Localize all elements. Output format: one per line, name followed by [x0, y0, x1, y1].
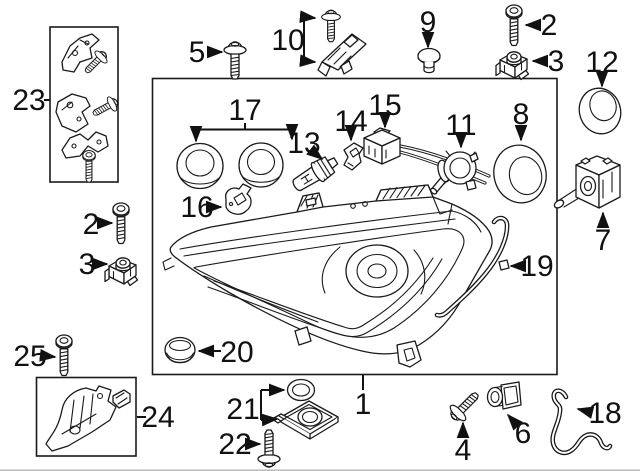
part-16-clip — [225, 183, 252, 215]
callout-4-label: 4 — [455, 434, 472, 467]
callout-8-label: 8 — [513, 98, 530, 131]
callout-6-arrow — [506, 413, 523, 431]
callout-17-label: 17 — [228, 94, 261, 127]
part-3-nut-top — [495, 51, 530, 81]
callouts: 23 5 10 9 2 3 12 7 17 13 14 15 11 8 16 — [12, 6, 621, 467]
callout-9-label: 9 — [420, 6, 437, 39]
callout-22-label: 22 — [218, 428, 251, 461]
callout-14-label: 14 — [334, 105, 367, 138]
part-10-screw — [321, 9, 341, 43]
part-21-seal-ring — [286, 378, 316, 402]
callout-10-label: 10 — [271, 24, 304, 57]
part-7-igniter — [553, 155, 621, 209]
callout-21-arrow-bottom — [260, 413, 279, 427]
callout-13-arrow — [306, 144, 324, 160]
part-17-cap-left — [176, 142, 224, 190]
part-15-connector — [363, 127, 491, 185]
part-9-rivet — [417, 47, 441, 74]
part-11-socket — [430, 150, 479, 195]
callout-25-label: 25 — [13, 340, 46, 373]
part-10-bracket — [317, 33, 367, 77]
part-21-control-module — [271, 400, 339, 440]
callout-10-arrow-top — [299, 10, 317, 23]
callout-11-label: 11 — [445, 109, 476, 142]
part-1-headlamp-assembly — [162, 184, 493, 368]
callout-20-label: 20 — [220, 336, 253, 369]
part-22-screw — [257, 429, 281, 468]
callout-12-label: 12 — [585, 46, 618, 79]
callout-21-label: 21 — [226, 393, 259, 426]
part-25-bolt — [55, 334, 73, 377]
part-19-trim-strip — [434, 215, 510, 318]
callout-19-label: 19 — [520, 250, 553, 283]
callout-10-arrow-bottom — [299, 54, 317, 67]
callout-3-left-label: 3 — [79, 248, 96, 281]
callout-15-label: 15 — [368, 89, 401, 122]
part-17-cap-right — [238, 142, 284, 188]
callout-18-arrow — [576, 406, 595, 419]
part-18-wire-clip — [550, 388, 613, 456]
part-6-clip — [486, 381, 522, 410]
callout-3-top-label: 3 — [548, 45, 565, 78]
main-assembly-box — [151, 77, 558, 376]
callout-17-bracket — [196, 123, 292, 131]
callout-16-label: 16 — [180, 191, 213, 224]
part-24-mount-bracket — [45, 385, 131, 452]
callout-24-label: 24 — [141, 401, 174, 434]
callout-2-left-label: 2 — [83, 208, 100, 241]
part-2-bolt-left — [112, 202, 130, 245]
part-5-screw — [223, 41, 247, 80]
callout-18-label: 18 — [588, 397, 621, 430]
callout-2-top-label: 2 — [541, 9, 558, 42]
part-23-bracket-kit — [55, 33, 122, 183]
callout-23-label: 23 — [12, 84, 45, 117]
part-4-screw — [444, 386, 485, 427]
callout-5-label: 5 — [189, 36, 206, 69]
callout-1-label: 1 — [355, 388, 372, 421]
callout-25-arrow — [39, 348, 57, 362]
callout-7-label: 7 — [595, 224, 612, 257]
part-12-seal-ring — [578, 87, 622, 135]
callout-6-label: 6 — [515, 417, 532, 450]
part-13-bulb — [292, 156, 339, 192]
part-2-bolt-top — [505, 4, 523, 47]
part-14-clip — [343, 142, 364, 171]
part-20-cap — [164, 336, 196, 364]
part-8-seal-cap — [493, 144, 547, 204]
part-3-nut-left — [104, 257, 139, 287]
mount-bracket-box — [35, 376, 137, 457]
